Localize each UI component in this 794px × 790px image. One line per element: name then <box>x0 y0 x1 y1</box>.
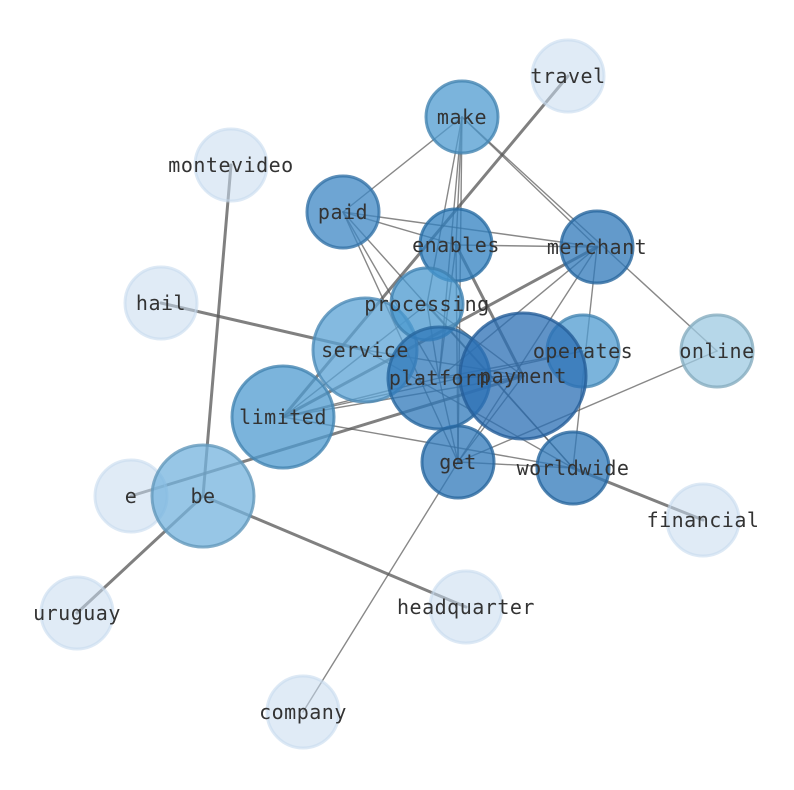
node-label-headquarter: headquarter <box>397 595 535 619</box>
node-label-e: e <box>125 484 138 508</box>
node-uruguay <box>39 575 115 651</box>
node-make <box>424 79 500 155</box>
node-label-uruguay: uruguay <box>33 601 121 625</box>
node-label-enables: enables <box>412 233 500 257</box>
node-travel <box>530 38 606 114</box>
node-label-limited: limited <box>239 405 327 429</box>
node-worldwide <box>535 430 611 506</box>
node-label-paid: paid <box>318 200 368 224</box>
node-label-be: be <box>190 484 215 508</box>
node-label-worldwide: worldwide <box>517 456 630 480</box>
node-merchant <box>559 209 635 285</box>
node-label-hail: hail <box>136 291 186 315</box>
node-label-operates: operates <box>533 339 633 363</box>
node-label-montevideo: montevideo <box>168 153 293 177</box>
node-label-platform: platform <box>389 366 489 390</box>
node-label-financial: financial <box>647 508 760 532</box>
node-label-company: company <box>259 700 347 724</box>
edge-online-get <box>457 350 718 463</box>
node-label-service: service <box>321 338 409 362</box>
node-label-online: online <box>679 339 754 363</box>
node-label-make: make <box>437 105 487 129</box>
node-paid <box>305 174 381 250</box>
node-limited <box>230 364 336 470</box>
node-hail <box>123 265 199 341</box>
node-label-merchant: merchant <box>547 235 647 259</box>
node-online <box>679 313 755 389</box>
node-label-payment: payment <box>479 364 567 388</box>
node-layer: travel montevideo hail online e financial urug… <box>33 38 760 750</box>
node-label-processing: processing <box>364 292 489 316</box>
node-payment <box>458 311 588 441</box>
node-company <box>265 674 341 750</box>
node-label-travel: travel <box>530 64 605 88</box>
node-label-get: get <box>439 450 477 474</box>
node-be <box>150 443 256 549</box>
node-headquarter <box>428 569 504 645</box>
node-financial <box>665 482 741 558</box>
edge-get-company <box>302 461 459 713</box>
node-montevideo <box>193 127 269 203</box>
edge-montevideo-be <box>201 163 233 498</box>
